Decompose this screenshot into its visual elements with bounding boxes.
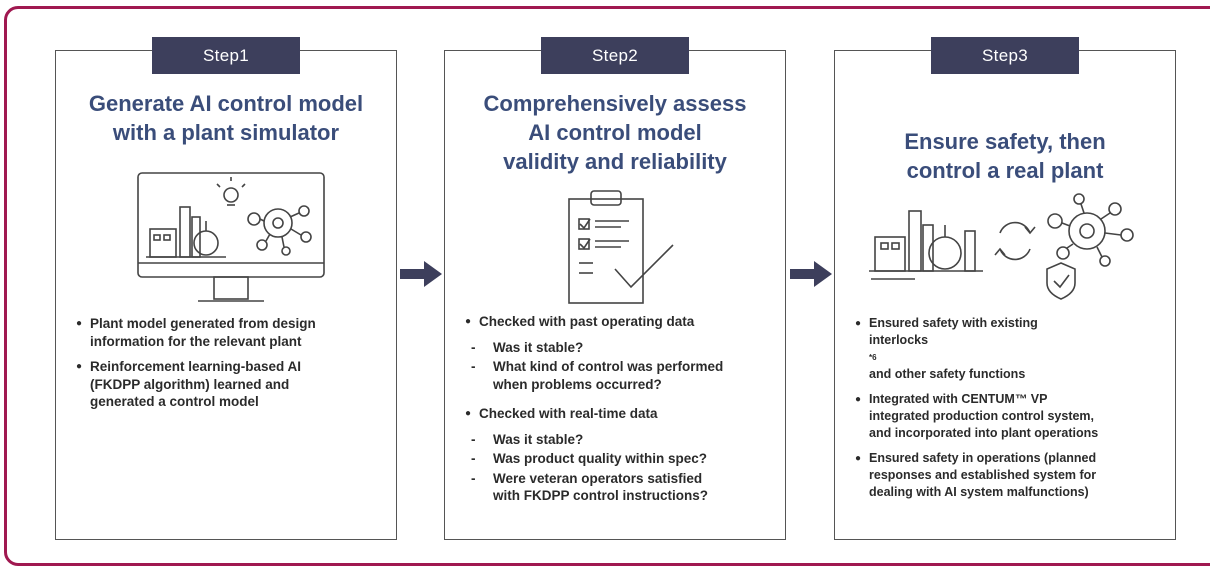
plant-ai-sync-icon	[869, 193, 1134, 300]
monitor-plant-ai-icon	[137, 172, 325, 302]
list-item: Reinforcement learning-based AI (FKDPP a…	[76, 358, 388, 411]
step1-tab: Step1	[152, 37, 300, 74]
step1-bullets: Plant model generated from design inform…	[76, 315, 388, 419]
arrow-right-icon	[400, 261, 442, 287]
list-item: What kind of control was performed when …	[465, 358, 777, 393]
arrow-right-icon	[790, 261, 832, 287]
list-item: Was it stable?	[465, 431, 777, 449]
list-item: Integrated with CENTUM™ VP integrated pr…	[855, 391, 1167, 442]
list-item: Was it stable?	[465, 339, 777, 357]
step2-title: Comprehensively assess AI control model …	[483, 91, 747, 174]
step2-bullets: Checked with past operating data Was it …	[465, 313, 777, 517]
clipboard-check-icon	[568, 190, 674, 304]
list-item: Ensured safety with existing interlocks*…	[855, 315, 1167, 383]
step2-tab: Step2	[541, 37, 689, 74]
list-item: Plant model generated from design inform…	[76, 315, 388, 350]
list-item: Checked with past operating data	[465, 313, 777, 331]
step3-title: Ensure safety, then control a real plant	[904, 129, 1106, 183]
step3-tab: Step3	[931, 37, 1079, 74]
step2-panel: Step2 Comprehensively assess AI control …	[444, 37, 786, 540]
step1-panel: Step1 Generate AI control model with a p…	[55, 37, 397, 540]
list-item: Was product quality within spec?	[465, 450, 777, 468]
list-item: Were veteran operators satisfied with FK…	[465, 470, 777, 505]
step3-bullets: Ensured safety with existing interlocks*…	[855, 315, 1167, 509]
step1-title: Generate AI control model with a plant s…	[88, 91, 364, 145]
step3-panel: Step3 Ensure safety, then control a real…	[834, 37, 1176, 540]
list-item: Ensured safety in operations (planned re…	[855, 450, 1167, 501]
list-item: Checked with real-time data	[465, 405, 777, 423]
